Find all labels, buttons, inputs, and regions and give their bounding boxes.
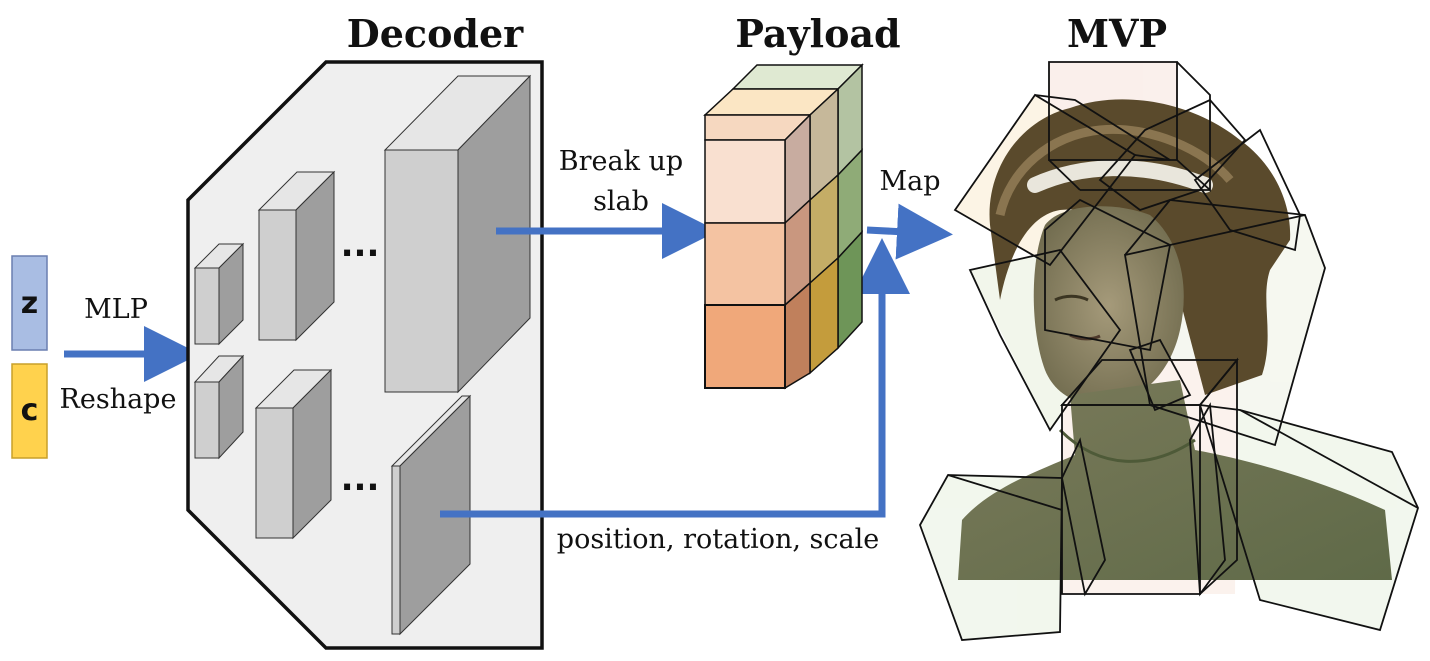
decoder-block-3a (383, 74, 532, 394)
decoder-block-2a (257, 170, 336, 342)
decoder-block-2b (254, 368, 333, 540)
input-z: z (11, 255, 48, 351)
reshape-label: Reshape (60, 384, 177, 415)
eye-left (1054, 294, 1089, 302)
map-arrow (866, 203, 953, 260)
input-c-label: c (21, 393, 39, 428)
hair-highlight (995, 124, 1234, 217)
dots-lower: ... (341, 459, 380, 499)
torso (958, 380, 1392, 580)
mvp-render (919, 61, 1419, 641)
transform-arrow (440, 238, 910, 518)
break-up-label-line2: slab (593, 186, 649, 217)
input-c: c (11, 363, 48, 459)
break-up-label-line1: Break up (559, 146, 683, 177)
mlp-label: MLP (84, 294, 148, 325)
mvp-title: MVP (1067, 11, 1167, 56)
decoder-block-3b (390, 394, 472, 636)
payload-title: Payload (735, 11, 900, 56)
face (1033, 206, 1184, 406)
mvp-box-outlines (919, 61, 1419, 641)
decoder-title: Decoder (347, 11, 524, 56)
decoder-block-1b (193, 354, 245, 460)
transform-label: position, rotation, scale (557, 524, 879, 555)
input-z-label: z (21, 286, 38, 321)
map-label: Map (879, 166, 940, 197)
dots-upper: ... (341, 225, 380, 265)
collarbone (1058, 428, 1196, 463)
decoder-block-1a (193, 242, 245, 346)
headband (1027, 160, 1213, 193)
payload-cube (703, 63, 864, 390)
